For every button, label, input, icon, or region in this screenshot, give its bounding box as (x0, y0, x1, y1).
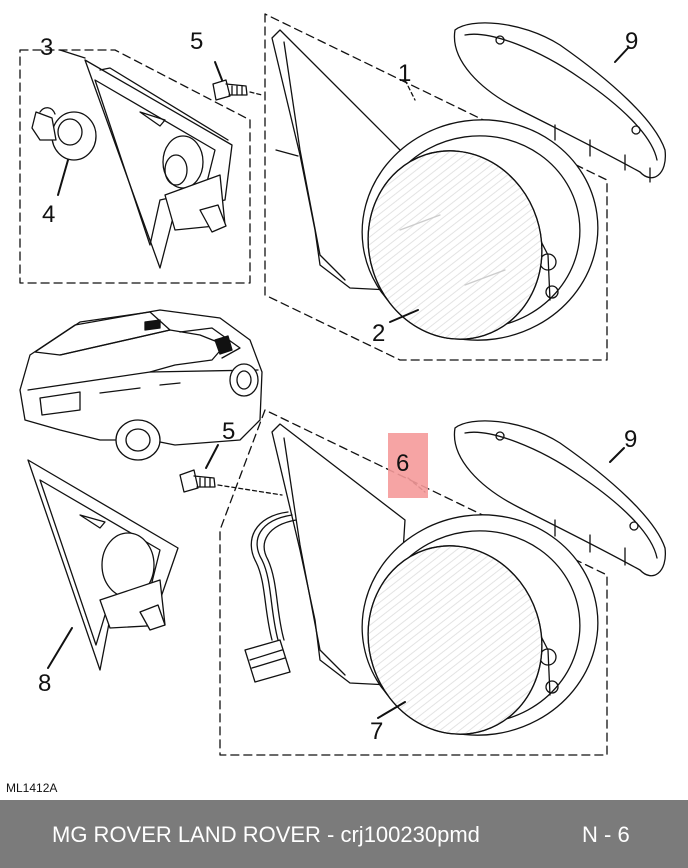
mirror-glass-part-2 (367, 150, 543, 340)
diagram-code: ML1412A (6, 781, 58, 795)
callout-4: 4 (42, 201, 56, 228)
callout-8: 8 (38, 670, 52, 697)
callout-5-top: 5 (190, 28, 204, 55)
callout-9-top: 9 (625, 28, 639, 55)
car-illustration (19, 309, 263, 461)
footer-brand-text: MG ROVER LAND ROVER - crj100230pmd (52, 822, 480, 847)
callout-6: 6 (396, 450, 410, 477)
inner-cover-part-3 (84, 59, 233, 269)
callout-7: 7 (370, 718, 384, 745)
highlight-marker (388, 433, 428, 498)
screw-part-5-bottom (179, 469, 216, 493)
pin-part-4 (31, 107, 97, 161)
footer-bar: MG ROVER LAND ROVER - crj100230pmd N - 6 (0, 800, 688, 868)
footer-page-number: N - 6 (582, 822, 630, 847)
callout-3: 3 (40, 34, 54, 61)
callout-5-bottom: 5 (222, 418, 236, 445)
parts-diagram (19, 13, 666, 756)
callout-9-bottom: 9 (624, 426, 638, 453)
mirror-glass-part-7 (367, 545, 543, 735)
group-box-3 (19, 49, 251, 284)
mirror-cover-part-9-bottom (453, 420, 666, 577)
mirror-cover-part-9-top (453, 22, 666, 183)
group-box-1 (264, 13, 608, 361)
wiring-harness (244, 511, 297, 683)
screw-part-5-top (212, 79, 248, 101)
callout-2: 2 (372, 320, 386, 347)
inner-cover-part-8 (27, 459, 179, 671)
callout-1: 1 (398, 60, 412, 87)
